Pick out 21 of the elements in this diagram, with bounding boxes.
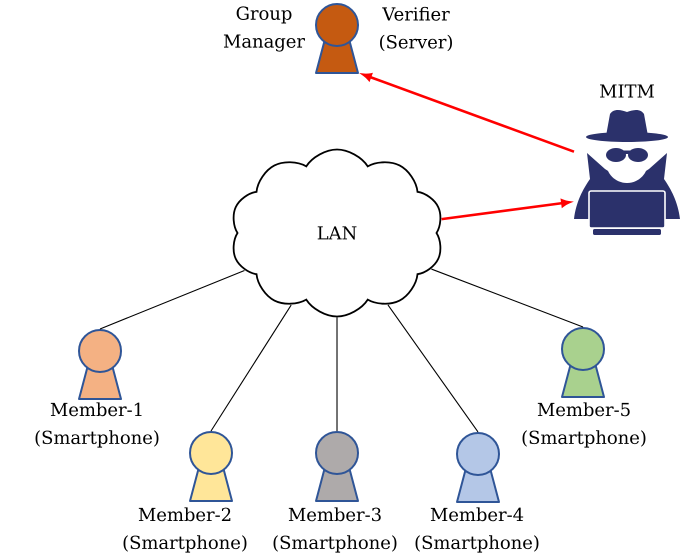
connector-line [388,304,478,432]
person-icon [315,431,359,502]
connector-line [210,304,292,432]
connector-line [431,268,584,328]
person-label: Verifier (Server) [380,6,452,52]
person-icon [189,431,233,502]
person-label: Member-1 (Smartphone) [36,402,158,448]
person-label: Member-2 (Smartphone) [124,507,246,553]
connector-line [100,270,245,330]
person-label: Member-3 (Smartphone) [274,507,396,553]
person-icon [315,3,359,74]
person-icon [78,329,122,400]
network-cloud: LAN [232,148,442,318]
person-icon [561,327,605,398]
connector-line [336,317,338,431]
person-label: Member-4 (Smartphone) [416,507,538,553]
person-icon [456,432,500,503]
person-label: Member-5 (Smartphone) [522,402,646,448]
person-label: Group Manager [224,6,305,52]
hacker-drawing [574,110,680,235]
hacker-label: MITM [600,84,654,98]
